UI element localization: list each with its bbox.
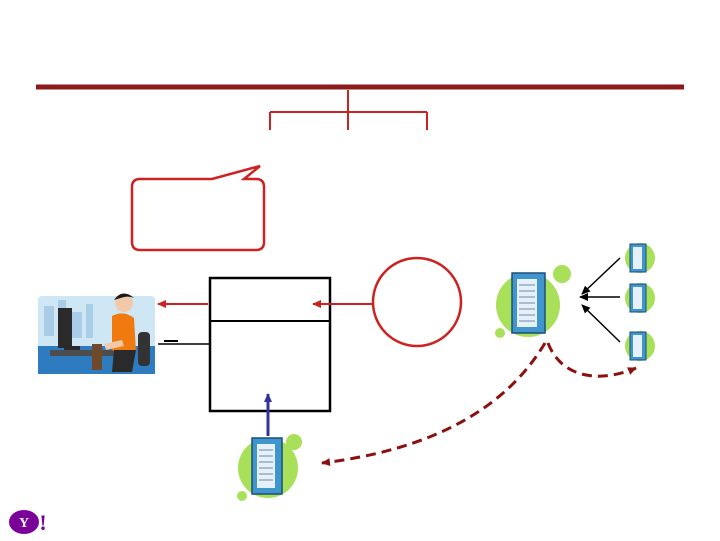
circle-node (371, 256, 463, 348)
bottom-server (237, 434, 302, 501)
svg-text:Y: Y (19, 516, 29, 531)
edge-small3-to-main (581, 304, 621, 343)
central-box (208, 276, 332, 413)
speech-bubble (130, 164, 266, 252)
edge-main-to-small3 (546, 342, 637, 378)
network-bus (36, 84, 684, 130)
edge-main-to-bottom (321, 342, 547, 467)
small-server-2 (625, 283, 655, 313)
small-server-3 (625, 331, 655, 361)
edge-small1-to-main (581, 257, 621, 295)
yahoo-logo: Y ! (8, 508, 48, 536)
svg-text:!: ! (39, 510, 46, 535)
small-server-1 (625, 243, 655, 273)
user-at-computer (38, 293, 155, 374)
main-server (495, 265, 571, 338)
